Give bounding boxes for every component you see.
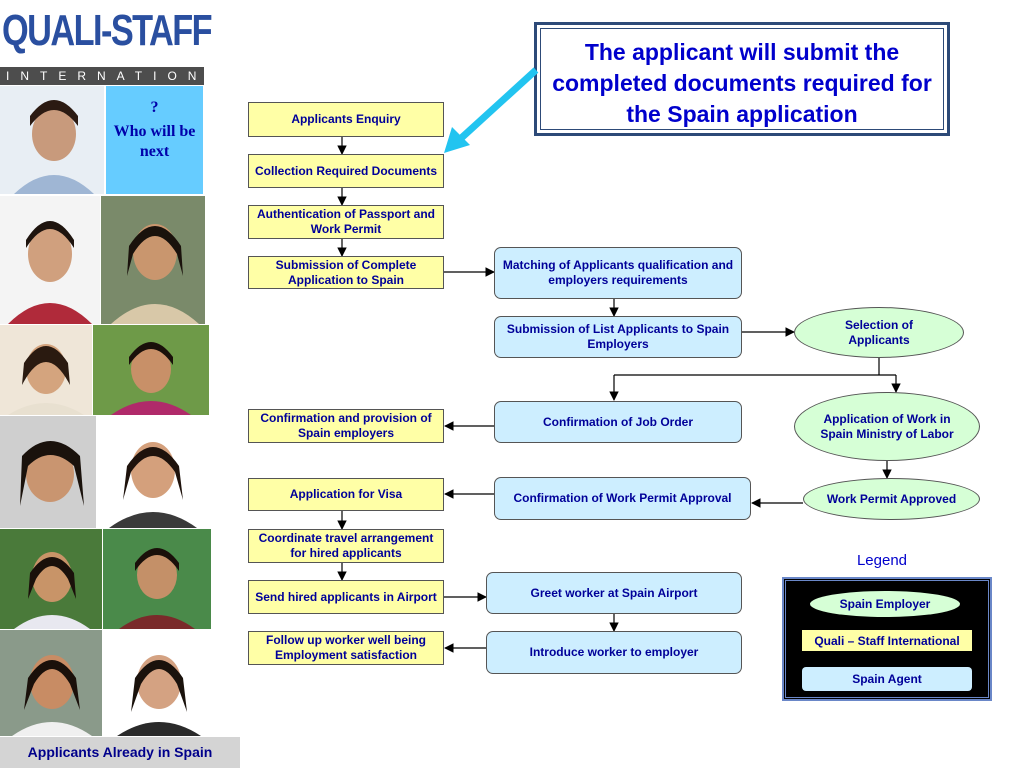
step-greet-worker: Greet worker at Spain Airport: [486, 572, 742, 614]
step-work-permit-approved: Work Permit Approved: [803, 478, 980, 520]
step-submission-application: Submission of Complete Application to Sp…: [248, 256, 444, 289]
applicant-photo-8: [0, 529, 102, 629]
step-follow-up: Follow up worker well being Employment s…: [248, 631, 444, 665]
legend-quali-staff: Quali – Staff International: [802, 630, 972, 651]
step-collection-documents: Collection Required Documents: [248, 154, 444, 188]
applicant-photo-7: [97, 416, 209, 528]
logo-subtitle: INTERNATIONAL: [0, 67, 204, 85]
step-coordinate-travel: Coordinate travel arrangement for hired …: [248, 529, 444, 563]
applicants-in-spain-label: Applicants Already in Spain: [0, 737, 240, 768]
step-confirmation-provision: Confirmation and provision of Spain empl…: [248, 409, 444, 443]
callout-box: The applicant will submit the completed …: [534, 22, 950, 136]
legend-box: Spain Employer Quali – Staff Internation…: [782, 577, 992, 701]
applicant-photo-11: [103, 630, 213, 736]
callout-pointer-arrow: [444, 67, 539, 153]
step-matching: Matching of Applicants qualification and…: [494, 247, 742, 299]
who-will-be-next-box: ? Who will be next: [106, 86, 203, 194]
callout-text: The applicant will submit the completed …: [540, 28, 944, 130]
applicant-photo-3: [101, 196, 205, 324]
step-application-visa: Application for Visa: [248, 478, 444, 511]
step-introduce-worker: Introduce worker to employer: [486, 631, 742, 674]
applicant-photo-9: [103, 529, 211, 629]
applicant-photo-1: [0, 86, 104, 194]
applicant-photo-4: [0, 325, 92, 415]
question-mark: ?: [150, 99, 159, 116]
step-confirmation-work-permit: Confirmation of Work Permit Approval: [494, 477, 751, 520]
legend-spain-employer: Spain Employer: [810, 591, 960, 617]
step-selection-applicants: Selection of Applicants: [794, 307, 964, 358]
legend-spain-agent: Spain Agent: [802, 667, 972, 691]
step-application-labor: Application of Work in Spain Ministry of…: [794, 392, 980, 461]
step-confirmation-job-order: Confirmation of Job Order: [494, 401, 742, 443]
applicant-photo-6: [0, 416, 96, 528]
applicant-photo-5: [93, 325, 209, 415]
step-applicants-enquiry: Applicants Enquiry: [248, 102, 444, 137]
step-authentication: Authentication of Passport and Work Perm…: [248, 205, 444, 239]
applicant-photo-2: [0, 196, 100, 324]
legend-title: Legend: [856, 552, 908, 569]
applicant-photo-10: [0, 630, 102, 736]
step-submission-list: Submission of List Applicants to Spain E…: [494, 316, 742, 358]
who-will-be-next-text: Who will be next: [113, 123, 196, 160]
step-send-airport: Send hired applicants in Airport: [248, 580, 444, 614]
